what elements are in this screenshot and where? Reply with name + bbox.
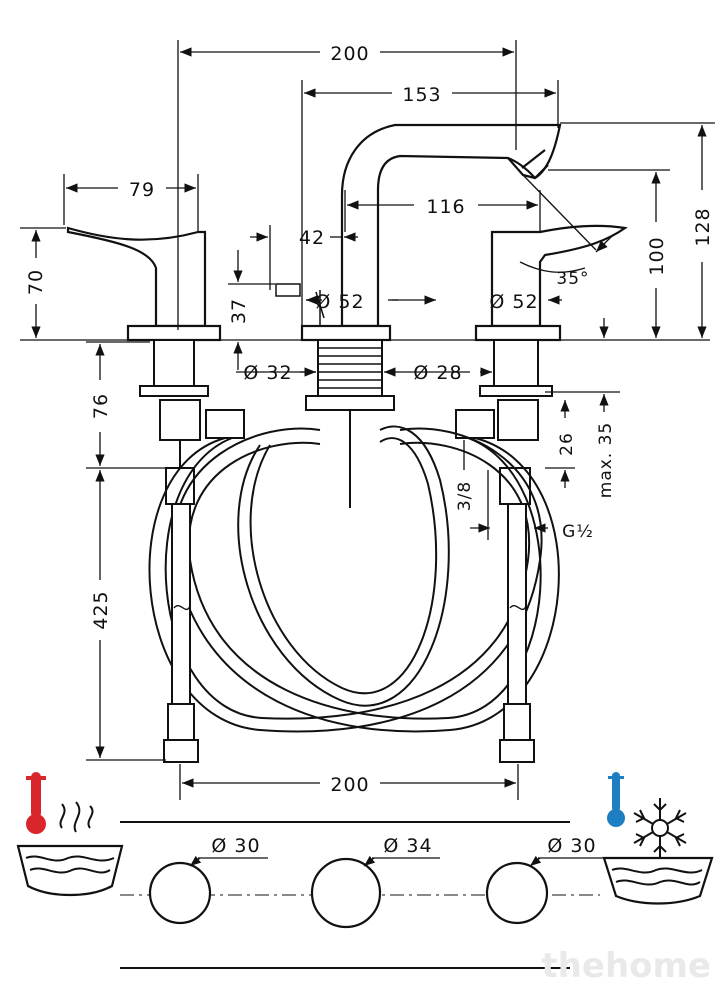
snowflake-icon [633, 798, 687, 858]
cold-water-icon [602, 772, 714, 905]
dimension-labels: 200 153 79 116 42 Ø 52 Ø 52 35° Ø 32 Ø 2… [25, 43, 714, 857]
label-hole-span: 200 [330, 774, 369, 796]
label-shank-a: Ø 32 [243, 362, 292, 384]
label-spout-span: 200 [330, 43, 369, 65]
hole-left [148, 861, 212, 925]
label-thread-len: 26 [557, 432, 577, 456]
watermark: thehome [541, 946, 711, 986]
cold-handle [474, 224, 628, 342]
label-cold-base: Ø 52 [489, 291, 538, 313]
label-handle-offset: 42 [299, 227, 325, 249]
label-total-height: 128 [692, 207, 714, 246]
pop-up-lever [275, 283, 301, 297]
label-spout-base: Ø 52 [315, 291, 364, 313]
label-hole-left: Ø 30 [211, 835, 260, 857]
label-spout-angle: 35° [556, 269, 589, 289]
label-handle-height: 70 [25, 269, 47, 295]
hole-right [485, 861, 549, 925]
dimension-lines [20, 40, 715, 800]
faucet-assembly [20, 123, 710, 342]
label-hose-thread: 3/8 [455, 481, 475, 511]
under-deck-assembly [139, 339, 560, 763]
label-handle-depth: 79 [129, 179, 155, 201]
label-hose-len: 425 [90, 590, 112, 629]
label-max-thickness: max. 35 [596, 422, 616, 498]
label-shank-len: 76 [90, 393, 112, 419]
hole-middle [310, 857, 382, 929]
deck-holes [120, 821, 604, 969]
label-shank-b: Ø 28 [413, 362, 462, 384]
label-spout-reach: 153 [402, 84, 441, 106]
label-hole-right: Ø 30 [547, 835, 596, 857]
label-conn-thread: G½ [562, 522, 594, 542]
label-lever-height: 37 [228, 298, 250, 324]
hot-handle [66, 226, 222, 342]
label-spout-height: 100 [646, 236, 668, 275]
label-hole-mid: Ø 34 [383, 835, 432, 857]
hot-water-icon [16, 772, 124, 897]
label-body-to-spout: 116 [426, 196, 465, 218]
spout [300, 123, 562, 342]
